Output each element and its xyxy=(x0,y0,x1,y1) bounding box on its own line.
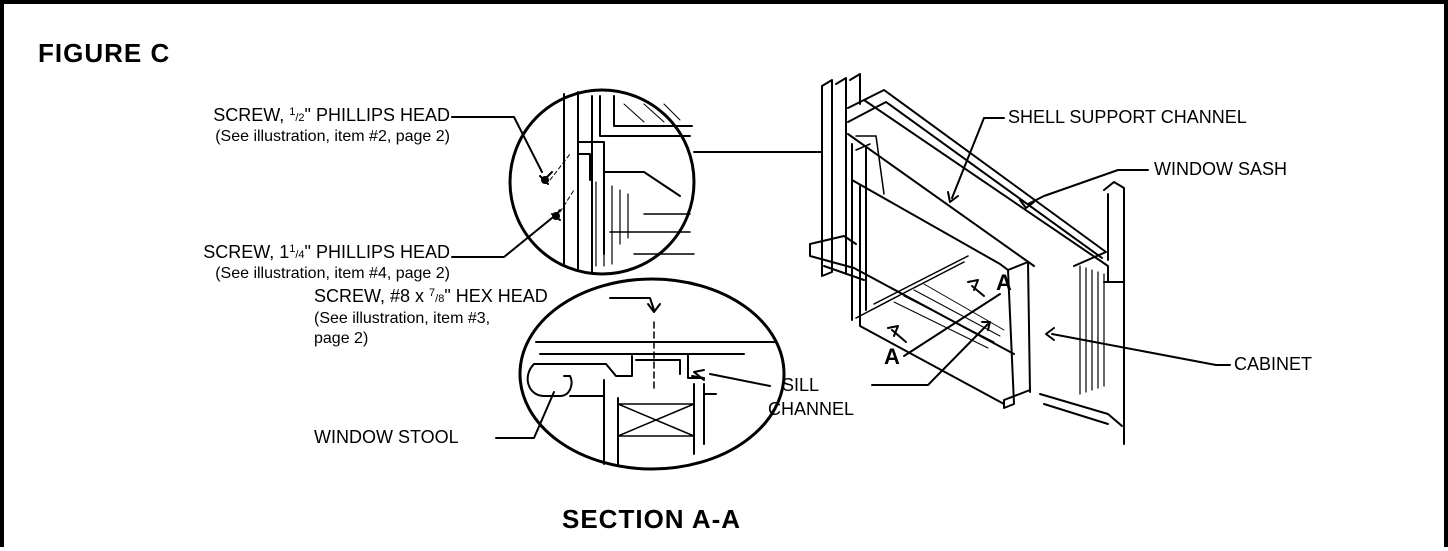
screw-half-prefix: SCREW, xyxy=(213,105,290,125)
screw-half-denominator: 2 xyxy=(298,112,305,124)
cabinet-label: CABINET xyxy=(1234,354,1313,374)
screw-one-quarter-prefix: SCREW, 1 xyxy=(203,242,290,262)
sill-channel-label-line1: SILL xyxy=(782,375,820,395)
section-title: SECTION A-A xyxy=(562,504,742,534)
sill-detail-circle xyxy=(518,277,786,471)
screw-half-numerator: 1 xyxy=(289,106,296,118)
screw-detail-circle xyxy=(508,88,696,276)
screw-half-inch-note: (See illustration, item #2, page 2) xyxy=(215,128,450,145)
screw-one-quarter-suffix: " PHILLIPS HEAD xyxy=(304,242,450,262)
screw-one-quarter-numerator: 1 xyxy=(289,243,296,255)
screw-one-quarter-note: (See illustration, item #4, page 2) xyxy=(215,265,450,282)
screw-one-quarter-denominator: 4 xyxy=(298,249,305,261)
screw-hex-label: SCREW, #8 x 7/8" HEX HEAD xyxy=(314,286,548,306)
screw-hex-suffix: " HEX HEAD xyxy=(444,286,548,306)
sill-channel-label-line2: CHANNEL xyxy=(768,399,855,419)
screw-hex-denominator: 8 xyxy=(438,293,445,305)
screw-half-suffix: " PHILLIPS HEAD xyxy=(304,105,450,125)
section-marker-a-right: A xyxy=(996,270,1012,295)
shell-support-channel-label: SHELL SUPPORT CHANNEL xyxy=(1008,107,1247,127)
figure-title: FIGURE C xyxy=(38,38,171,68)
screw-half-inch-label: SCREW, 1/2" PHILLIPS HEAD xyxy=(213,105,450,125)
window-sash-label: WINDOW SASH xyxy=(1154,159,1287,179)
screw-hex-note-line1: (See illustration, item #3, xyxy=(314,310,491,327)
screw-hex-note-line2: page 2) xyxy=(314,330,369,347)
window-stool-label: WINDOW STOOL xyxy=(314,427,459,447)
screw-hex-numerator: 7 xyxy=(429,287,436,299)
air-conditioner-unit-drawing xyxy=(809,73,1125,445)
screw-one-quarter-label: SCREW, 11/4" PHILLIPS HEAD xyxy=(203,242,450,262)
installation-diagram xyxy=(451,73,1231,471)
section-marker-a-left: A xyxy=(884,344,900,369)
screw-hex-prefix: SCREW, #8 x xyxy=(314,286,430,306)
